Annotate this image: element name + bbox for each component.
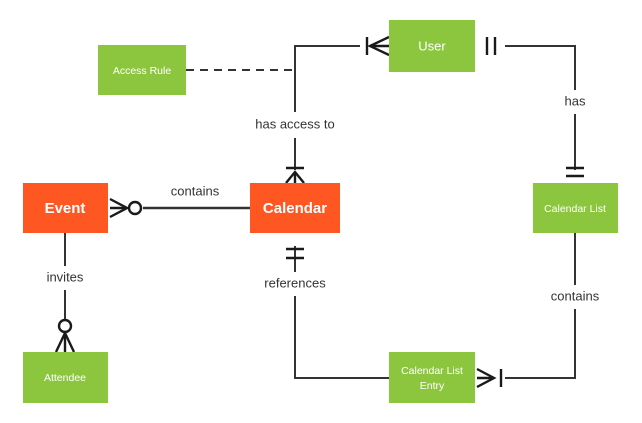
connector-path-user-to-calendar-list-top [505,45,576,90]
entity-access-rule-rect[interactable] [98,45,186,95]
connector-user-has-access-to-calendar [294,45,360,170]
cardinality-user-right-exactly-one [485,37,497,55]
relationship-label-invites: invites [47,269,84,284]
relationship-label-references: references [264,275,326,290]
relationship-label-has-access-to: has access to [255,116,335,131]
cardinality-event-right-zero-or-many [109,197,143,219]
connector-user-has-calendar-list [505,45,576,170]
entity-access-rule[interactable]: Access Rule [98,45,186,95]
entity-event[interactable]: Event [23,183,108,233]
connector-path-entry-right [505,309,576,379]
cardinality-calendar-top-one-to-many [285,166,305,184]
cardinality-calendar-list-top-exactly-one [566,166,584,178]
relationship-label-contains-right: contains [551,288,600,303]
entity-attendee[interactable]: Attendee [23,352,108,403]
relationship-label-has: has [565,93,586,108]
entity-calendar-rect[interactable] [250,183,340,233]
entity-event-rect[interactable] [23,183,108,233]
relationship-label-contains-left: contains [171,183,220,198]
entity-attendee-rect[interactable] [23,352,108,403]
cardinality-calendar-bottom-exactly-one [286,247,304,260]
entity-calendar-list[interactable]: Calendar List [533,183,618,233]
connector-calendar-references-entry [294,246,389,379]
cardinality-user-left-one-to-many [365,35,390,57]
entity-user[interactable]: User [389,20,475,72]
connector-path-to-entry [294,296,389,379]
connector-path-user-to-junction [294,45,360,112]
entity-calendar-list-rect[interactable] [533,183,618,233]
entity-user-rect[interactable] [389,20,475,72]
cardinality-entry-right-one-to-many [476,367,503,389]
entity-calendar-list-entry[interactable]: Calendar List Entry [389,352,475,403]
entity-calendar-list-entry-rect[interactable] [389,352,475,403]
cardinality-attendee-top-zero-or-many [54,318,76,353]
entity-calendar[interactable]: Calendar [250,183,340,233]
connector-calendar-list-contains-entry [505,233,576,379]
